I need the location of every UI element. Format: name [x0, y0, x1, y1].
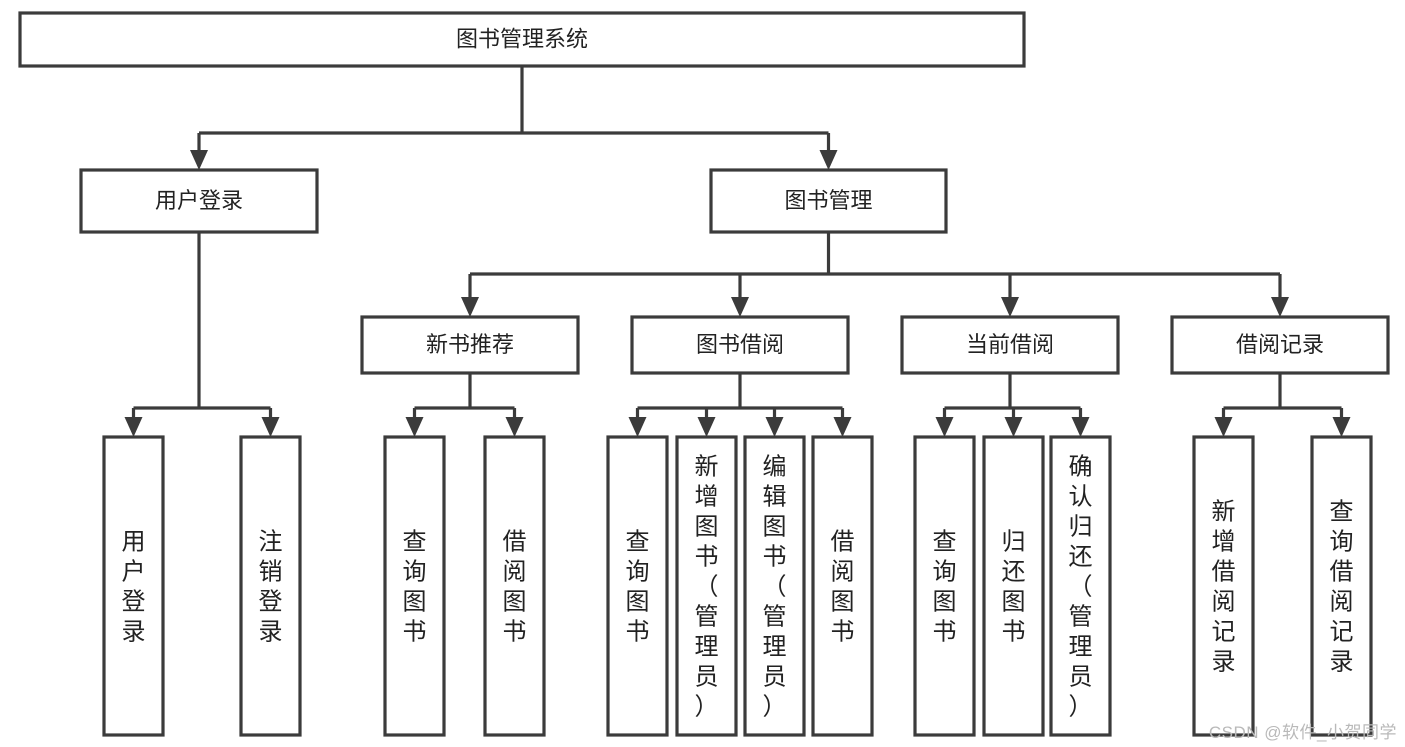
- leaf-label: 归还图书: [1002, 528, 1026, 645]
- leaf-node-leaf-borrow-book-1[interactable]: 借阅图书: [483, 435, 546, 737]
- arrow-head-icon: [1332, 417, 1351, 437]
- node-layer: 图书管理系统用户登录图书管理新书推荐图书借阅当前借阅借阅记录用户登录注销登录查询…: [18, 11, 1390, 737]
- arrow-head-icon: [833, 417, 852, 437]
- leaf-label: 查询图书: [403, 528, 427, 645]
- leaf-node-leaf-query-book-3[interactable]: 查询图书: [913, 435, 976, 737]
- node-label: 借阅记录: [1236, 332, 1324, 357]
- node-label: 当前借阅: [966, 332, 1054, 357]
- leaf-node-leaf-borrow-book-2[interactable]: 借阅图书: [811, 435, 874, 737]
- leaf-label: 确认归还（管理员）: [1069, 453, 1093, 720]
- leaf-label: 编辑图书（管理员）: [763, 453, 787, 720]
- arrow-head-icon: [261, 417, 280, 437]
- node-new-book-recommend[interactable]: 新书推荐: [360, 315, 580, 375]
- arrow-head-icon: [1001, 297, 1019, 317]
- node-label: 图书管理: [784, 188, 872, 213]
- leaf-node-leaf-confirm-return[interactable]: 确认归还（管理员）: [1049, 435, 1112, 737]
- node-book-manage[interactable]: 图书管理: [709, 168, 948, 234]
- leaf-node-leaf-query-record[interactable]: 查询借阅记录: [1310, 435, 1373, 737]
- arrow-head-icon: [461, 297, 479, 317]
- leaf-label: 新增借阅记录: [1212, 498, 1236, 675]
- leaf-node-leaf-edit-book[interactable]: 编辑图书（管理员）: [743, 435, 806, 737]
- node-label: 用户登录: [155, 188, 243, 213]
- node-label: 新书推荐: [426, 332, 514, 357]
- node-borrow-record[interactable]: 借阅记录: [1170, 315, 1390, 375]
- leaf-label: 用户登录: [122, 528, 146, 645]
- leaf-label: 查询借阅记录: [1330, 498, 1354, 675]
- arrow-head-icon: [505, 417, 524, 437]
- leaf-label: 查询图书: [933, 528, 957, 645]
- arrow-head-icon: [1004, 417, 1023, 437]
- arrow-head-icon: [765, 417, 784, 437]
- node-label: 图书管理系统: [456, 26, 588, 51]
- arrow-head-icon: [731, 297, 749, 317]
- leaf-node-leaf-return-book[interactable]: 归还图书: [982, 435, 1045, 737]
- node-user-login[interactable]: 用户登录: [79, 168, 319, 234]
- node-book-borrow[interactable]: 图书借阅: [630, 315, 850, 375]
- leaf-label: 查询图书: [626, 528, 650, 645]
- leaf-label: 借阅图书: [503, 528, 527, 645]
- root-node-图书管理系统[interactable]: 图书管理系统: [18, 11, 1026, 68]
- node-current-borrow[interactable]: 当前借阅: [900, 315, 1120, 375]
- leaf-node-leaf-add-book[interactable]: 新增图书（管理员）: [675, 435, 738, 737]
- arrow-head-icon: [1271, 297, 1289, 317]
- leaf-node-leaf-logout[interactable]: 注销登录: [239, 435, 302, 737]
- arrow-head-icon: [935, 417, 954, 437]
- leaf-node-leaf-query-book-1[interactable]: 查询图书: [383, 435, 446, 737]
- arrow-head-icon: [819, 150, 838, 170]
- leaf-node-leaf-user-login[interactable]: 用户登录: [102, 435, 165, 737]
- connector-layer: [124, 66, 1351, 437]
- arrow-head-icon: [190, 150, 208, 170]
- arrow-head-icon: [1214, 417, 1233, 437]
- leaf-node-leaf-query-book-2[interactable]: 查询图书: [606, 435, 669, 737]
- leaf-node-leaf-add-record[interactable]: 新增借阅记录: [1192, 435, 1255, 737]
- arrow-head-icon: [628, 417, 647, 437]
- arrow-head-icon: [1071, 417, 1090, 437]
- leaf-label: 借阅图书: [831, 528, 855, 645]
- arrow-head-icon: [124, 417, 143, 437]
- arrow-head-icon: [697, 417, 716, 437]
- leaf-label: 注销登录: [259, 528, 283, 645]
- leaf-label: 新增图书（管理员）: [695, 453, 719, 720]
- node-label: 图书借阅: [696, 332, 784, 357]
- arrow-head-icon: [405, 417, 424, 437]
